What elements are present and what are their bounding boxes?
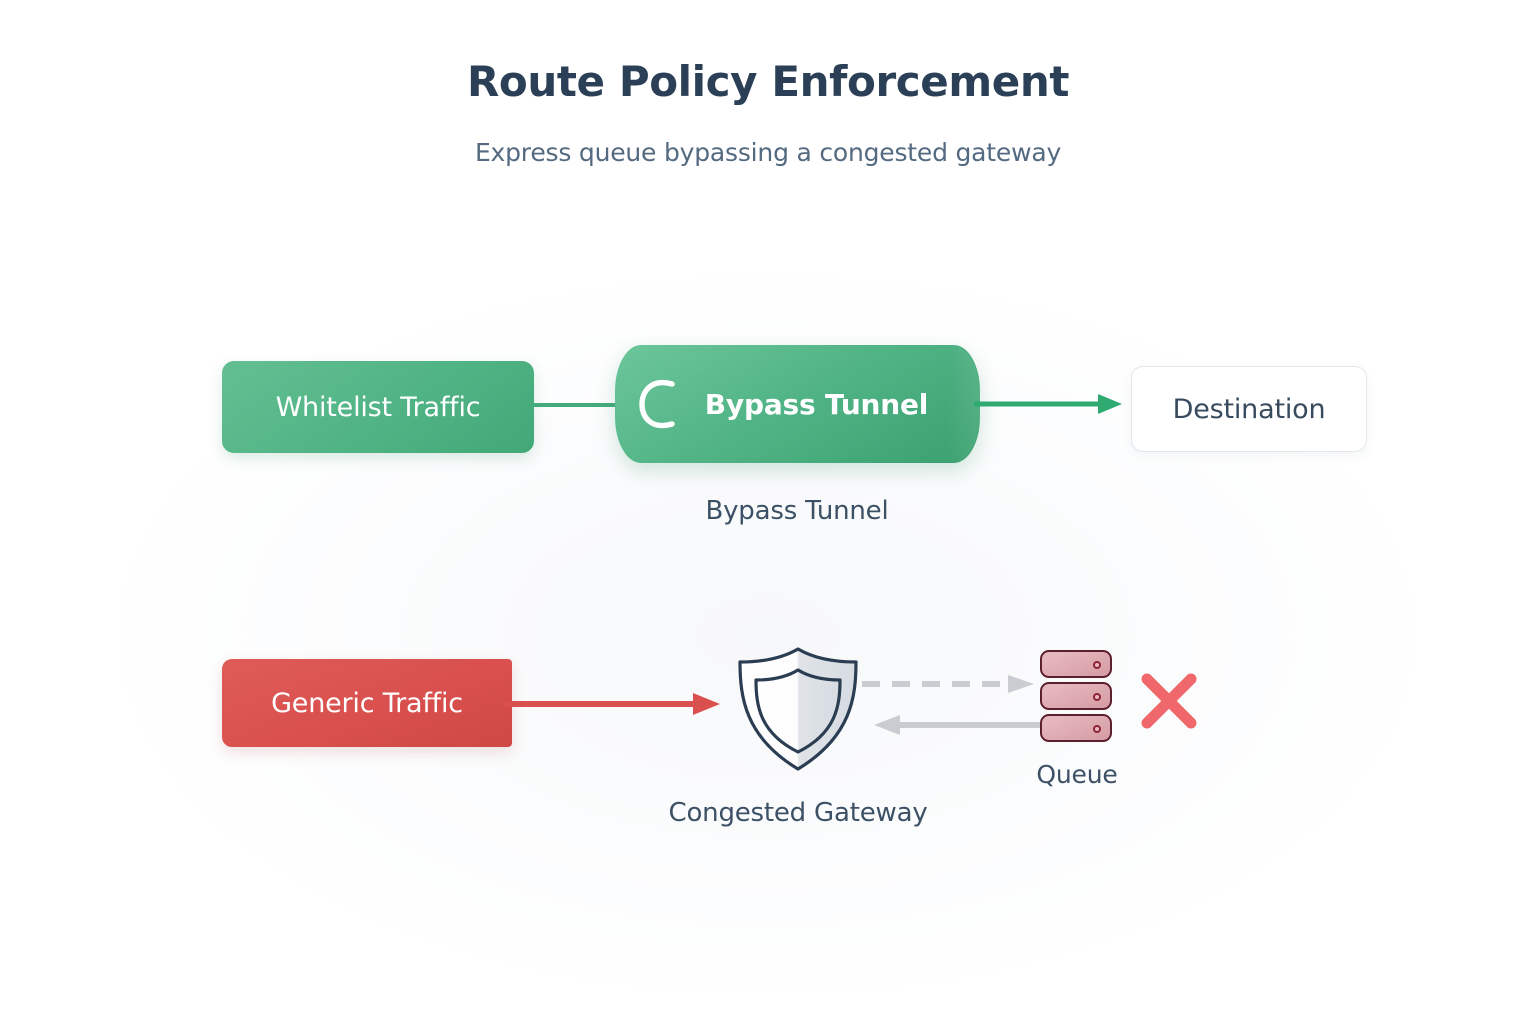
gateway-to-queue-arrow bbox=[862, 675, 1034, 693]
whitelist-to-tunnel-link bbox=[528, 403, 626, 407]
queue-unit bbox=[1040, 650, 1112, 678]
queue-led-icon bbox=[1093, 693, 1101, 701]
bypass-tunnel-label: Bypass Tunnel bbox=[704, 387, 929, 421]
bypass-tunnel-node[interactable]: Bypass Tunnel bbox=[615, 345, 981, 463]
tunnel-icon bbox=[639, 379, 675, 429]
whitelist-traffic-node[interactable]: Whitelist Traffic bbox=[222, 361, 534, 453]
queue-led-icon bbox=[1093, 661, 1101, 669]
generic-traffic-to-gateway-arrow bbox=[505, 693, 720, 715]
shield-icon bbox=[738, 647, 858, 771]
queue-caption: Queue bbox=[1036, 760, 1118, 789]
tunnel-to-destination-arrow bbox=[974, 394, 1122, 414]
congested-gateway-caption: Congested Gateway bbox=[668, 798, 928, 828]
page-subtitle: Express queue bypassing a congested gate… bbox=[474, 138, 1062, 167]
x-mark-icon bbox=[1141, 673, 1197, 729]
whitelist-traffic-label: Whitelist Traffic bbox=[275, 391, 481, 423]
queue-led-icon bbox=[1093, 725, 1101, 733]
generic-traffic-node[interactable]: Generic Traffic bbox=[222, 659, 512, 747]
queue-unit bbox=[1040, 682, 1112, 710]
page-title: Route Policy Enforcement bbox=[466, 57, 1070, 106]
destination-node[interactable]: Destination bbox=[1131, 366, 1367, 452]
queue-unit bbox=[1040, 714, 1112, 742]
generic-traffic-label: Generic Traffic bbox=[271, 687, 463, 719]
queue-node[interactable] bbox=[1040, 650, 1114, 746]
queue-to-gateway-arrow bbox=[874, 715, 1046, 735]
destination-label: Destination bbox=[1172, 393, 1326, 425]
bypass-tunnel-caption: Bypass Tunnel bbox=[705, 496, 889, 526]
